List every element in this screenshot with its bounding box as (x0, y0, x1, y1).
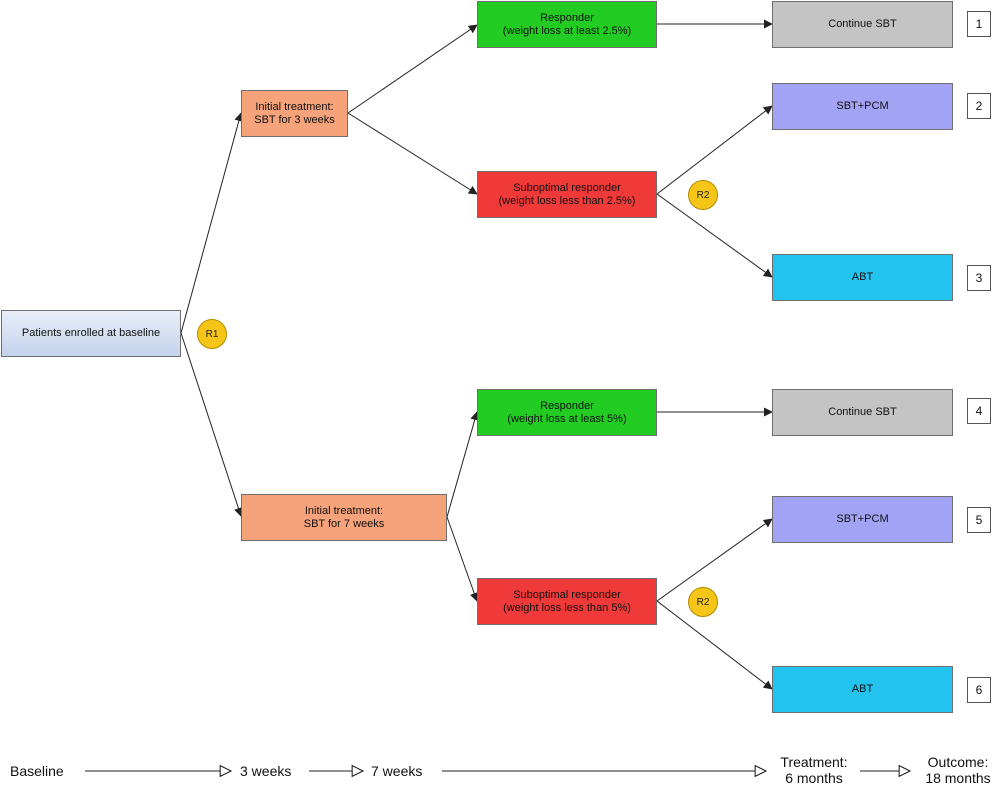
outcome-sbt-pcm-5-box: SBT+PCM (772, 496, 953, 543)
suboptimal-bottom-line2: (weight loss less than 5%) (503, 601, 631, 614)
arrow-baseline-to-initial-7wk (180, 332, 243, 517)
patients-enrolled-label: Patients enrolled at baseline (21, 327, 161, 339)
outcome-4-label: Continue SBT (828, 406, 897, 418)
arrow-suboptimal-to-abt-3 (656, 193, 773, 278)
initial-treatment-7wk-box: Initial treatment: SBT for 7 weeks (241, 494, 447, 541)
randomization-r2-bottom-marker: R2 (688, 587, 718, 617)
outcome-3-number-text: 3 (975, 271, 983, 285)
outcome-continue-sbt-4-box: Continue SBT (772, 389, 953, 436)
outcome-1-number-text: 1 (975, 17, 983, 31)
responder-bottom-line2: (weight loss at least 5%) (507, 412, 627, 425)
timeline-treatment-line2: 6 months (785, 770, 843, 786)
outcome-4-number: 4 (967, 398, 991, 424)
outcome-5-number: 5 (967, 507, 991, 533)
timeline-outcome-line1: Outcome: (927, 754, 989, 770)
outcome-4-number-text: 4 (975, 404, 983, 418)
outcome-2-number-text: 2 (975, 99, 983, 113)
outcome-abt-6-box: ABT (772, 666, 953, 713)
responder-top-line1: Responder (540, 11, 594, 24)
randomization-r1-label: R1 (205, 328, 219, 340)
suboptimal-top-box: Suboptimal responder (weight loss less t… (477, 171, 657, 218)
initial-7wk-line1: Initial treatment: (304, 504, 384, 517)
timeline-3-weeks: 3 weeks (240, 763, 292, 779)
arrow-initial-7wk-to-suboptimal (446, 516, 479, 602)
outcome-2-label: SBT+PCM (836, 100, 889, 112)
timeline-outcome-line2: 18 months (925, 770, 991, 786)
arrow-suboptimal-to-sbt-pcm-5 (656, 518, 773, 602)
outcome-1-label: Continue SBT (828, 18, 897, 30)
suboptimal-top-line1: Suboptimal responder (513, 181, 621, 194)
arrow-baseline-to-initial-3wk (180, 112, 244, 334)
outcome-continue-sbt-1-box: Continue SBT (772, 1, 953, 48)
initial-3wk-line2: SBT for 3 weeks (254, 113, 335, 126)
initial-treatment-3wk-box: Initial treatment: SBT for 3 weeks (241, 90, 348, 137)
outcome-5-number-text: 5 (975, 513, 983, 527)
randomization-r2-top-marker: R2 (688, 180, 718, 210)
responder-bottom-box: Responder (weight loss at least 5%) (477, 389, 657, 436)
timeline-baseline: Baseline (10, 763, 64, 779)
outcome-1-number: 1 (967, 11, 991, 37)
randomization-r2-bottom-label: R2 (696, 596, 710, 608)
outcome-2-number: 2 (967, 93, 991, 119)
timeline-treatment-line1: Treatment: (780, 754, 848, 770)
arrow-initial-7wk-to-responder (446, 411, 480, 518)
suboptimal-bottom-line1: Suboptimal responder (513, 588, 621, 601)
outcome-6-label: ABT (851, 683, 874, 695)
initial-7wk-line2: SBT for 7 weeks (303, 517, 385, 530)
outcome-3-label: ABT (851, 271, 874, 283)
arrow-suboptimal-to-sbt-pcm-2 (656, 105, 773, 195)
suboptimal-top-line2: (weight loss less than 2.5%) (498, 194, 636, 207)
randomization-r1-marker: R1 (197, 319, 227, 349)
arrow-suboptimal-to-abt-6 (656, 600, 773, 690)
timeline-outcome: Outcome: 18 months (918, 754, 998, 786)
outcome-abt-3-box: ABT (772, 254, 953, 301)
patients-enrolled-box: Patients enrolled at baseline (1, 310, 181, 357)
randomization-r2-top-label: R2 (696, 189, 710, 201)
outcome-5-label: SBT+PCM (836, 513, 889, 525)
outcome-sbt-pcm-2-box: SBT+PCM (772, 83, 953, 130)
timeline-7-weeks: 7 weeks (371, 763, 423, 779)
outcome-6-number: 6 (967, 677, 991, 703)
initial-3wk-line1: Initial treatment: (255, 100, 334, 113)
suboptimal-bottom-box: Suboptimal responder (weight loss less t… (477, 578, 657, 625)
timeline-treatment: Treatment: 6 months (770, 754, 858, 786)
outcome-6-number-text: 6 (975, 683, 983, 697)
outcome-3-number: 3 (967, 265, 991, 291)
responder-bottom-line1: Responder (540, 399, 594, 412)
arrow-initial-3wk-to-suboptimal (347, 112, 478, 195)
arrow-initial-3wk-to-responder (347, 24, 478, 114)
responder-top-line2: (weight loss at least 2.5%) (502, 24, 632, 37)
responder-top-box: Responder (weight loss at least 2.5%) (477, 1, 657, 48)
